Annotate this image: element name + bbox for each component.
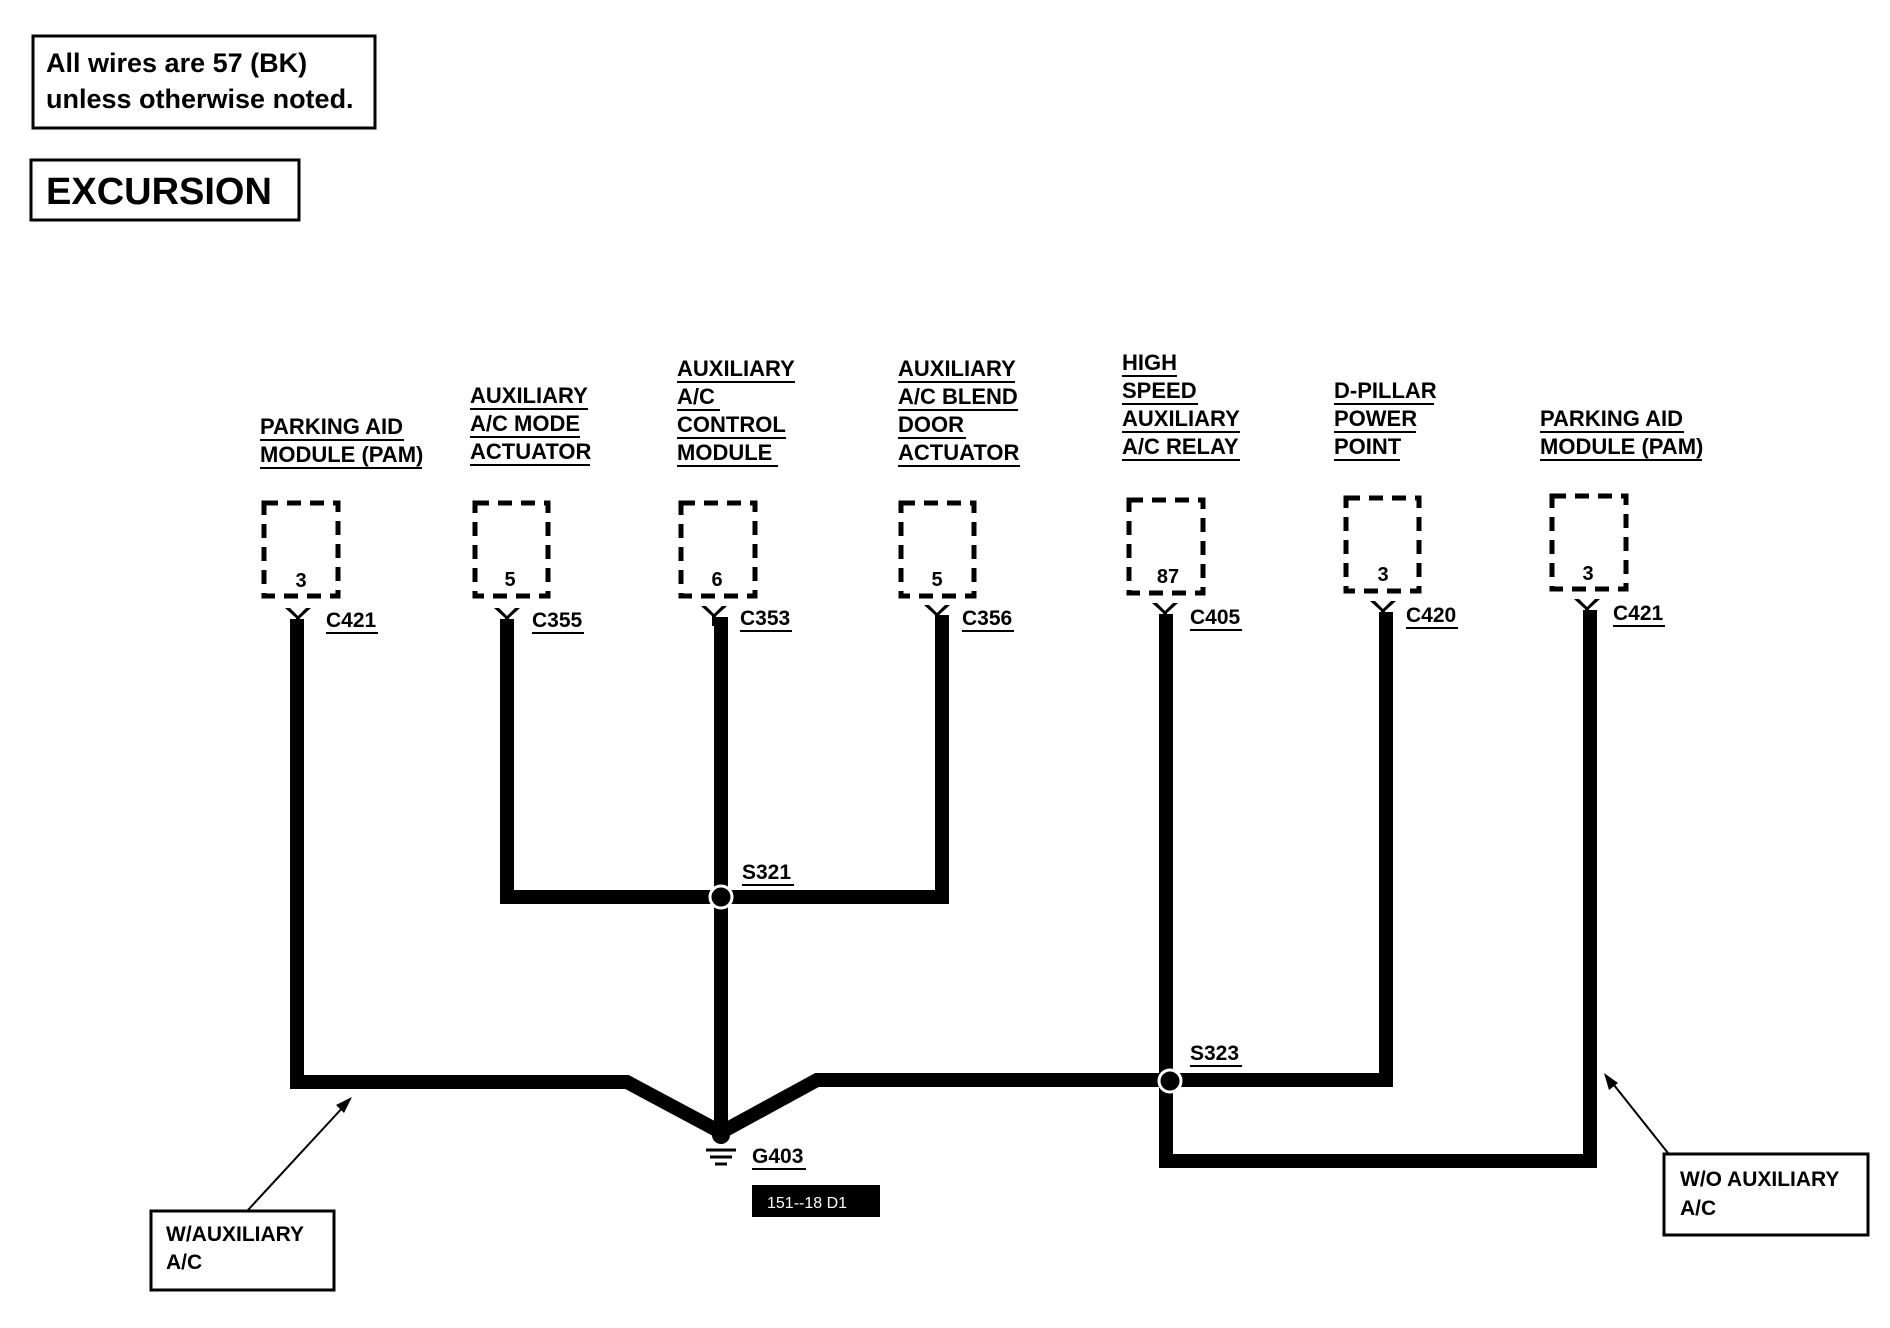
note-line-1: All wires are 57 (BK) — [46, 48, 307, 78]
connector-0: 3 C421 — [261, 500, 378, 634]
connector-box — [1126, 497, 1206, 596]
arrow-icon — [336, 1097, 352, 1113]
arrow-icon — [1604, 1073, 1618, 1090]
splice-s321: S321 — [708, 861, 794, 910]
vehicle-title: EXCURSION — [29, 158, 301, 222]
pin-number: 3 — [1377, 564, 1388, 586]
connector-5: 3 C420 — [1343, 495, 1458, 629]
pin-number: 87 — [1157, 566, 1179, 588]
component-1-line-1: A/C MODE — [470, 411, 580, 436]
component-4-line-1: SPEED — [1122, 378, 1197, 403]
component-6-line-1: MODULE (PAM) — [1540, 434, 1703, 459]
component-5-line-0: D-PILLAR — [1334, 378, 1437, 403]
component-3-line-2: DOOR — [898, 412, 964, 437]
callout-box — [149, 1209, 336, 1292]
splice-label: S321 — [742, 861, 791, 884]
figure-code: 151--18 D1 — [767, 1195, 847, 1212]
component-2-line-3: MODULE — [677, 440, 772, 465]
callout-line-1: W/O AUXILIARY — [1680, 1168, 1839, 1191]
component-label-6: PARKING AID MODULE (PAM) — [1540, 406, 1703, 461]
page-title: EXCURSION — [46, 171, 272, 213]
connector-id: C355 — [532, 609, 583, 632]
connector-1: 5 C355 — [472, 500, 584, 634]
connector-id: C421 — [1613, 602, 1664, 625]
connector-box — [1549, 493, 1629, 592]
title-box — [29, 158, 301, 222]
note-box — [31, 34, 377, 130]
callout-with-aux: W/AUXILIARY A/C — [149, 1097, 352, 1292]
wire-color-note: All wires are 57 (BK) unless otherwise n… — [31, 34, 377, 130]
component-label-3: AUXILIARY A/C BLEND DOOR ACTUATOR — [898, 356, 1020, 467]
ground-g403: G403 — [706, 1126, 806, 1170]
connector-id: C356 — [962, 607, 1012, 630]
callout-line-2: A/C — [166, 1251, 202, 1274]
ground-label: G403 — [752, 1145, 803, 1168]
connector-id: C421 — [326, 609, 377, 632]
connector-2: 6 C353 — [678, 500, 792, 632]
component-3-line-3: ACTUATOR — [898, 440, 1020, 465]
splice-s323: S323 — [1157, 1042, 1242, 1094]
callout-without-aux: W/O AUXILIARY A/C — [1604, 1073, 1870, 1237]
component-1-line-2: ACTUATOR — [470, 439, 592, 464]
callout-line-1: W/AUXILIARY — [166, 1223, 304, 1246]
component-label-0: PARKING AID MODULE (PAM) — [260, 414, 423, 469]
connector-4: 87 C405 — [1126, 497, 1242, 631]
component-label-2: AUXILIARY A/C CONTROL MODULE — [677, 356, 795, 467]
ground-icon — [712, 1126, 730, 1144]
component-0-line-1: MODULE (PAM) — [260, 442, 423, 467]
figure-code-tag: 151--18 D1 — [752, 1185, 880, 1217]
component-2-line-1: A/C — [677, 384, 715, 409]
component-5-line-1: POWER — [1334, 406, 1417, 431]
component-label-4: HIGH SPEED AUXILIARY A/C RELAY — [1122, 350, 1240, 461]
note-line-2: unless otherwise noted. — [46, 84, 354, 114]
connector-6: 3 C421 — [1549, 493, 1665, 627]
component-2-line-2: CONTROL — [677, 412, 786, 437]
wire-power-point — [719, 612, 1393, 1138]
pin-number: 3 — [1582, 563, 1593, 585]
component-4-line-0: HIGH — [1122, 350, 1177, 375]
component-label-5: D-PILLAR POWER POINT — [1334, 378, 1437, 461]
component-2-line-0: AUXILIARY — [677, 356, 795, 381]
component-4-line-3: A/C RELAY — [1122, 434, 1239, 459]
connector-3: 5 C356 — [898, 500, 1014, 632]
pin-number: 5 — [504, 569, 515, 591]
connector-box — [261, 500, 341, 599]
wire-relay — [1159, 610, 1597, 1168]
connector-id: C353 — [740, 607, 790, 630]
connector-box — [1343, 495, 1422, 594]
pin-number: 5 — [931, 569, 942, 591]
component-6-line-0: PARKING AID — [1540, 406, 1683, 431]
splice-label: S323 — [1190, 1042, 1239, 1065]
connector-box — [678, 500, 758, 599]
callout-box — [1662, 1152, 1870, 1237]
wire-pam-with-aux — [290, 619, 723, 1138]
callout-line-2: A/C — [1680, 1197, 1716, 1220]
component-label-1: AUXILIARY A/C MODE ACTUATOR — [470, 383, 592, 466]
component-1-line-0: AUXILIARY — [470, 383, 588, 408]
connector-id: C420 — [1406, 604, 1456, 627]
connector-box — [898, 500, 977, 599]
component-5-line-2: POINT — [1334, 434, 1402, 459]
wiring — [290, 610, 1597, 1168]
pin-number: 3 — [295, 570, 306, 592]
component-3-line-1: A/C BLEND — [898, 384, 1018, 409]
connector-box — [472, 500, 551, 599]
component-3-line-0: AUXILIARY — [898, 356, 1016, 381]
component-4-line-2: AUXILIARY — [1122, 406, 1240, 431]
pin-number: 6 — [711, 569, 722, 591]
component-0-line-0: PARKING AID — [260, 414, 403, 439]
connector-id: C405 — [1190, 606, 1241, 629]
